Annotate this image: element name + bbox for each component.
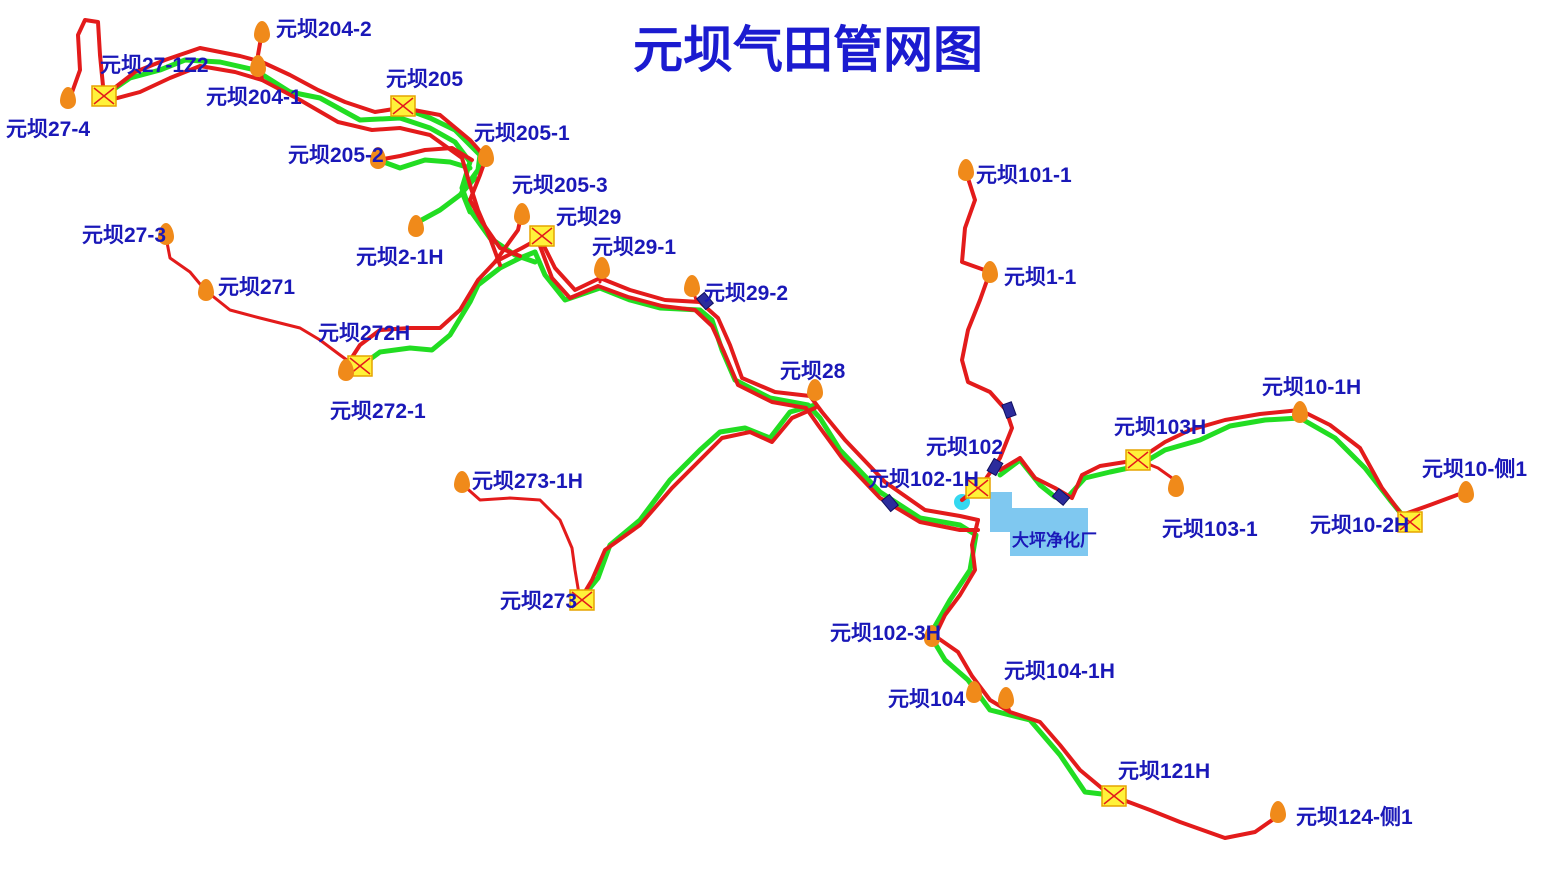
red-pipeline-27-3 bbox=[163, 230, 360, 370]
red-pipeline-273-1h bbox=[460, 482, 582, 602]
green-pipeline-east bbox=[997, 415, 1411, 525]
station-yb205[interactable] bbox=[390, 95, 416, 117]
label-yb272h: 元坝272H bbox=[318, 322, 410, 345]
red-pipeline-205-2 bbox=[376, 146, 474, 162]
label-yb10-2h: 元坝10-2H bbox=[1310, 514, 1409, 537]
purification-plant-marker bbox=[990, 492, 1012, 532]
red-pipeline-205-1 bbox=[401, 106, 522, 258]
label-yb29-2: 元坝29-2 bbox=[704, 282, 788, 305]
well-yb205-3[interactable] bbox=[514, 203, 530, 225]
green-pipeline-west bbox=[101, 57, 538, 265]
label-yb271: 元坝271 bbox=[218, 276, 295, 299]
valve-marker bbox=[1051, 487, 1071, 507]
green-pipeline-272 bbox=[355, 249, 538, 371]
well-yb29-1[interactable] bbox=[594, 257, 610, 279]
red-pipeline-trunk-a bbox=[538, 236, 980, 522]
station-yb121h[interactable] bbox=[1101, 785, 1127, 807]
green-pipeline-273 bbox=[577, 402, 818, 603]
station-yb27-1z2[interactable] bbox=[91, 85, 117, 107]
map-title: 元坝气田管网图 bbox=[633, 21, 983, 79]
label-yb10-ce1: 元坝10-侧1 bbox=[1422, 457, 1527, 481]
station-yb103h[interactable] bbox=[1125, 449, 1151, 471]
label-yb29: 元坝29 bbox=[556, 206, 621, 229]
station-yb29[interactable] bbox=[529, 225, 555, 247]
label-yb205-1: 元坝205-1 bbox=[474, 122, 570, 145]
label-yb272-1: 元坝272-1 bbox=[330, 400, 426, 423]
green-pipelines bbox=[101, 57, 1411, 798]
label-yb27-3: 元坝27-3 bbox=[82, 224, 166, 247]
plant-label: 大坪净化厂 bbox=[1012, 530, 1097, 551]
label-yb2-1h: 元坝2-1H bbox=[356, 246, 444, 269]
well-yb101-1[interactable] bbox=[958, 159, 974, 181]
valve-marker bbox=[1001, 401, 1017, 419]
well-yb273-1h[interactable] bbox=[454, 471, 470, 493]
label-yb101-1: 元坝101-1 bbox=[976, 164, 1072, 187]
well-yb10-1h[interactable] bbox=[1292, 401, 1308, 423]
stations bbox=[91, 85, 1423, 807]
label-yb205-3: 元坝205-3 bbox=[512, 174, 608, 197]
label-yb28: 元坝28 bbox=[780, 360, 846, 383]
well-yb124-ce1[interactable] bbox=[1270, 801, 1286, 823]
red-pipeline-west-b bbox=[108, 64, 502, 267]
label-yb1-1: 元坝1-1 bbox=[1004, 266, 1077, 289]
label-yb102-1h: 元坝102-1H bbox=[868, 468, 979, 491]
label-yb102-3h: 元坝102-3H bbox=[830, 622, 941, 645]
well-yb205-1[interactable] bbox=[478, 145, 494, 167]
label-yb204-2: 元坝204-2 bbox=[276, 18, 372, 41]
label-yb205-2: 元坝205-2 bbox=[288, 144, 384, 167]
label-yb27-4: 元坝27-4 bbox=[6, 118, 90, 141]
label-yb103h: 元坝103H bbox=[1114, 416, 1206, 439]
valve-marker bbox=[880, 493, 900, 513]
label-yb104: 元坝104 bbox=[888, 688, 965, 711]
red-pipeline-272-loop bbox=[343, 236, 542, 370]
label-yb273: 元坝273 bbox=[500, 590, 577, 613]
labels: 元坝27-4 元坝27-1Z2 元坝204-2 元坝204-1 元坝205 元坝… bbox=[6, 18, 1527, 829]
red-pipeline-east bbox=[998, 408, 1467, 517]
label-yb124-ce1: 元坝124-侧1 bbox=[1296, 805, 1413, 829]
red-pipelines bbox=[68, 18, 1467, 840]
well-yb104-1h[interactable] bbox=[998, 687, 1014, 709]
purification-plant-box bbox=[1010, 508, 1088, 556]
label-yb204-1: 元坝204-1 bbox=[206, 86, 302, 109]
label-yb273-1h: 元坝273-1H bbox=[472, 470, 583, 493]
well-yb204-2[interactable] bbox=[254, 21, 270, 43]
well-yb29-2[interactable] bbox=[684, 275, 700, 297]
valves bbox=[695, 291, 1071, 513]
label-yb103-1: 元坝103-1 bbox=[1162, 518, 1258, 541]
green-pipeline-2-1h bbox=[415, 175, 478, 225]
label-yb121h: 元坝121H bbox=[1118, 760, 1210, 783]
label-yb29-1: 元坝29-1 bbox=[592, 236, 676, 259]
red-pipeline-27-4-loop bbox=[68, 18, 106, 100]
well-yb10-ce1[interactable] bbox=[1458, 481, 1474, 503]
label-yb27-1z2: 元坝27-1Z2 bbox=[100, 54, 209, 77]
green-pipeline-205-2 bbox=[375, 157, 473, 171]
valve-marker bbox=[695, 291, 715, 311]
label-yb10-1h: 元坝10-1H bbox=[1262, 376, 1361, 399]
red-pipeline-273 bbox=[578, 406, 817, 602]
label-yb104-1h: 元坝104-1H bbox=[1004, 660, 1115, 683]
label-yb205: 元坝205 bbox=[386, 68, 463, 91]
label-yb102: 元坝102 bbox=[926, 436, 1003, 459]
well-yb1-1[interactable] bbox=[982, 261, 998, 283]
valve-marker bbox=[986, 457, 1004, 477]
